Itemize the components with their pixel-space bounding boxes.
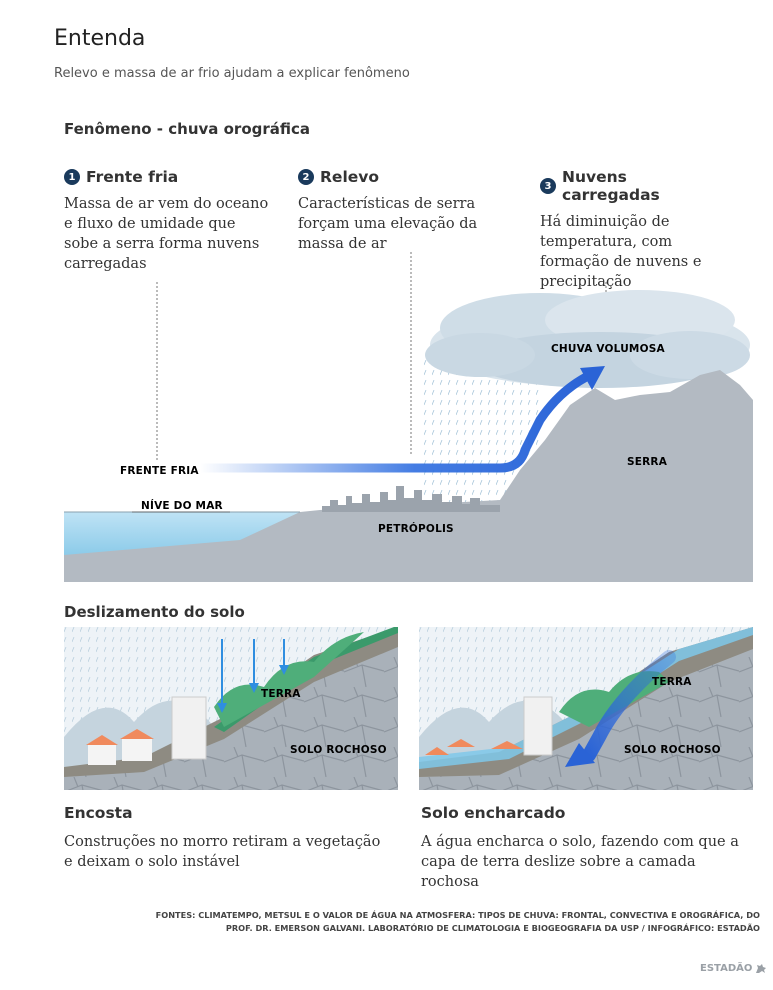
cold-front-label: FRENTE FRIA: [120, 465, 199, 477]
landslide-section-title: Deslizamento do solo: [64, 603, 245, 621]
house: [122, 739, 152, 761]
house-roof: [425, 747, 449, 755]
soil-label: TERRA: [261, 688, 301, 700]
step-title: Frente fria: [86, 168, 179, 186]
step-clouds: 3 Nuvens carregadas Há diminuição de temp…: [540, 168, 730, 292]
sources-line: FONTES: CLIMATEMPO, METSUL E O VALOR DE …: [155, 910, 760, 920]
rock-label: SOLO ROCHOSO: [290, 744, 387, 756]
orographic-section-title: Fenômeno - chuva orográfica: [64, 120, 311, 138]
step-cold-front: 1 Frente fria Massa de ar vem do oceano e…: [64, 168, 274, 274]
brand-logo: ESTADÃO: [700, 963, 767, 974]
building: [523, 696, 553, 756]
brand-name: ESTADÃO: [700, 963, 753, 974]
arrow-head-icon: [217, 703, 227, 713]
sources-line: PROF. DR. EMERSON GALVANI. LABORATÓRIO D…: [225, 923, 760, 933]
page-title: Entenda: [54, 26, 146, 51]
step-text: Características de serra forçam uma elev…: [298, 196, 478, 252]
arrow-head-icon: [565, 743, 595, 767]
house-roof: [86, 735, 118, 745]
arrow-head-icon: [249, 683, 259, 693]
panel-text: Construções no morro retiram a vegetação…: [64, 834, 381, 870]
panel-slope-caption: Encosta Construções no morro retiram a v…: [64, 804, 384, 872]
page-subtitle: Relevo e massa de ar frio ajudam a expli…: [54, 66, 410, 81]
rock-label: SOLO ROCHOSO: [624, 744, 721, 756]
trees: [214, 632, 364, 727]
city-skyline: [322, 486, 500, 512]
step-title: Nuvens carregadas: [562, 168, 660, 204]
landslide-arrow: [582, 650, 676, 762]
sources-credit: FONTES: CLIMATEMPO, METSUL E O VALOR DE …: [150, 909, 760, 935]
step-text: Há diminuição de temperatura, com formaç…: [540, 214, 702, 290]
orographic-rain-illustration: FRENTE FRIA NÍVE DO MAR PETRÓPOLIS SERRA…: [64, 252, 753, 582]
slope-illustration: TERRA SOLO ROCHOSO: [64, 627, 398, 790]
house-roof: [491, 741, 523, 749]
building: [171, 696, 207, 760]
step-title: Relevo: [320, 168, 380, 186]
step-number-badge: 2: [298, 169, 314, 185]
soil-label: TERRA: [652, 676, 692, 688]
step-number-badge: 3: [540, 178, 556, 194]
panel-title: Encosta: [64, 804, 133, 822]
house-roof: [120, 729, 154, 739]
panel-text: A água encharca o solo, fazendo com que …: [421, 834, 739, 890]
city-label: PETRÓPOLIS: [378, 522, 454, 535]
step-text: Massa de ar vem do oceano e fluxo de umi…: [64, 196, 269, 272]
mountain-label: SERRA: [627, 456, 668, 468]
panel-title: Solo encharcado: [421, 804, 566, 822]
arrow-head-icon: [279, 665, 289, 675]
panel-saturated-caption: Solo encharcado A água encharca o solo, …: [421, 804, 741, 892]
arrow-head-icon: [580, 366, 605, 390]
saturated-soil-illustration: TERRA SOLO ROCHOSO: [419, 627, 753, 790]
air-mass-arrow: [195, 370, 595, 473]
house-roof: [447, 739, 475, 747]
heavy-rain-label: CHUVA VOLUMOSA: [551, 343, 665, 355]
sea-level-label: NÍVE DO MAR: [141, 499, 223, 512]
house: [88, 745, 116, 765]
step-relief: 2 Relevo Características de serra forçam …: [298, 168, 498, 254]
horse-logo-icon: [756, 964, 767, 973]
sea: [64, 512, 300, 555]
storm-cloud: [425, 290, 750, 388]
step-number-badge: 1: [64, 169, 80, 185]
